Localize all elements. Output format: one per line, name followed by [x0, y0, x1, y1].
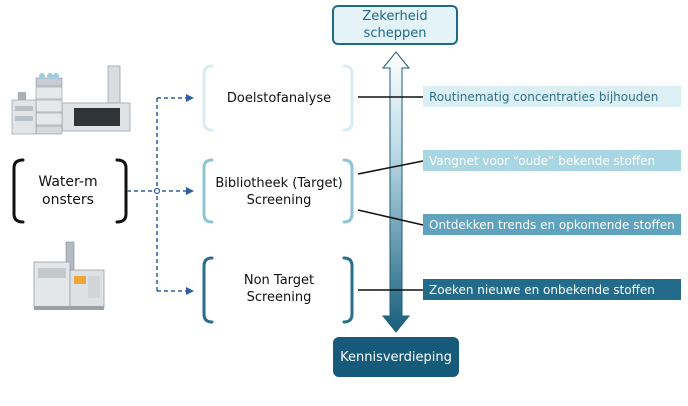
method-doelstofanalyse: Doelstofanalyse: [210, 86, 348, 110]
knowledge-gradient-arrow: [381, 51, 411, 333]
outcome-label: Vangnet voor “oude” bekende stoffen: [429, 153, 656, 168]
knowledge-label: Kennisverdieping: [340, 349, 452, 365]
outcome-label: Ontdekken trends en opkomende stoffen: [429, 217, 675, 232]
method-bibliotheek-screening: Bibliotheek (Target) Screening: [206, 170, 352, 214]
outcome-bar-new-substances: Zoeken nieuwe en onbekende stoffen: [423, 279, 681, 300]
water-samples-text: Water-monsters: [38, 174, 98, 208]
method-label: Non Target Screening: [243, 273, 315, 305]
outcome-label: Zoeken nieuwe en onbekende stoffen: [429, 282, 655, 297]
outcome-bar-trends: Ontdekken trends en opkomende stoffen: [423, 214, 681, 235]
certainty-box: Zekerheid scheppen: [332, 5, 458, 45]
method-non-target-screening: Non Target Screening: [212, 268, 346, 310]
knowledge-box: Kennisverdieping: [333, 337, 459, 377]
outcome-label: Routinematig concentraties bijhouden: [429, 89, 659, 104]
bracket-non-target: [202, 256, 354, 324]
water-samples-bracket: [12, 158, 128, 224]
lc-instrument-image: [11, 65, 131, 135]
method-label: Bibliotheek (Target) Screening: [215, 176, 343, 208]
dashed-connectors: [127, 97, 187, 292]
outcome-bar-safety-net: Vangnet voor “oude” bekende stoffen: [423, 150, 681, 171]
gcms-instrument-image: [33, 241, 105, 310]
bracket-bibliotheek: [202, 158, 354, 224]
arrowheads: [186, 94, 194, 295]
water-samples-label: Water-monsters: [22, 163, 114, 219]
method-label: Doelstofanalyse: [226, 90, 332, 106]
junction-dot: [153, 187, 161, 195]
bracket-doelstofanalyse: [202, 64, 354, 132]
certainty-label: Zekerheid scheppen: [362, 9, 428, 41]
connector-lines: [357, 96, 424, 291]
outcome-bar-routine: Routinematig concentraties bijhouden: [423, 86, 681, 107]
